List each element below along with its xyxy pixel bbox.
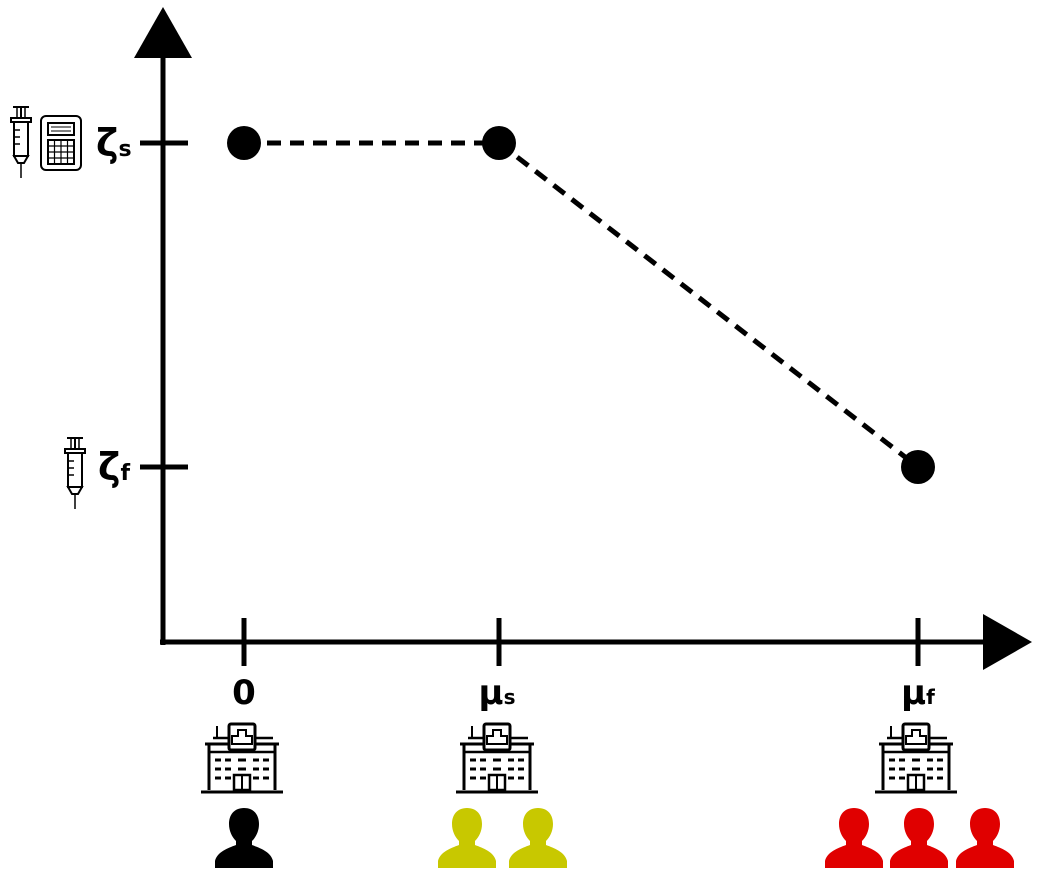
- x-tick-label-mu-f: μf: [901, 673, 935, 713]
- hospitals: [199, 722, 959, 794]
- x-tick-label-zero: 0: [232, 673, 256, 713]
- calculator-icon: [40, 115, 82, 171]
- x-axis-arrow: [983, 614, 1032, 670]
- person-icon: [825, 808, 883, 868]
- people-group-mu-f: [825, 808, 1014, 868]
- data-point: [482, 126, 516, 160]
- data-point: [227, 126, 261, 160]
- y-tick-label-zeta-f: ζf: [98, 445, 130, 489]
- person-icon: [215, 808, 273, 868]
- y-ticks: ζs ζf: [10, 106, 188, 510]
- people-group-mu-s: [438, 808, 567, 868]
- y-axis-arrow: [134, 7, 192, 58]
- person-icon: [956, 808, 1014, 868]
- person-icon: [509, 808, 567, 868]
- y-tick-label-zeta-s: ζs: [96, 121, 132, 165]
- plot-series: [227, 126, 935, 484]
- person-icon: [438, 808, 496, 868]
- hospital-icon: [873, 722, 959, 794]
- syringe-icon: [64, 437, 86, 510]
- hospital-icon: [454, 722, 540, 794]
- people-group-zero: [215, 808, 273, 868]
- person-icon: [890, 808, 948, 868]
- hospital-icon: [199, 722, 285, 794]
- x-tick-label-mu-s: μs: [479, 673, 516, 713]
- axes: [134, 7, 1032, 670]
- data-point: [901, 450, 935, 484]
- x-ticks: 0 μs μf: [232, 618, 935, 713]
- syringe-icon: [10, 106, 32, 179]
- dashed-segment: [497, 141, 920, 469]
